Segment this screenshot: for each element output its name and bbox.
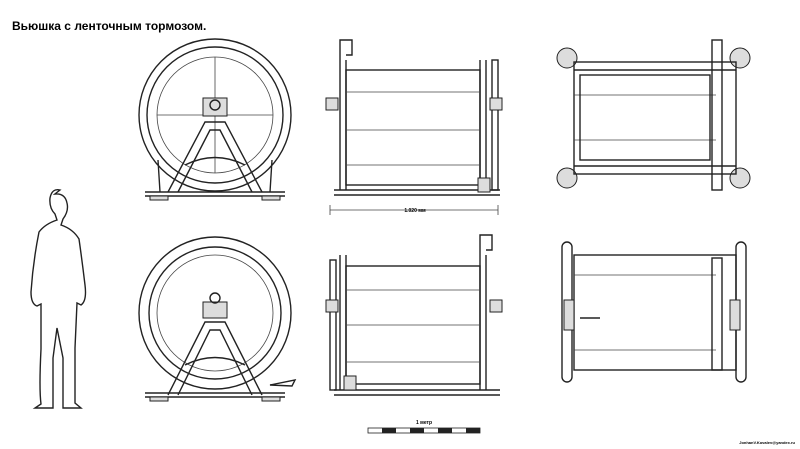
author-credit: JonhanV.Kovalev@yandex.ru	[739, 440, 795, 445]
side-view-top: 1.020 мм	[325, 39, 503, 215]
front-view-top	[138, 38, 292, 201]
scale-bar-label: 1 метр	[416, 420, 432, 426]
scale-bar: 1 метр	[367, 420, 481, 434]
top-view-bottom	[561, 241, 747, 383]
dimension-label: 1.020 мм	[404, 208, 426, 214]
drawing-title: Вьюшка с ленточным тормозом.	[12, 19, 206, 33]
front-view-bottom	[138, 236, 297, 402]
side-view-bottom	[325, 234, 503, 396]
top-view-top	[556, 39, 751, 191]
human-silhouette	[30, 188, 87, 409]
